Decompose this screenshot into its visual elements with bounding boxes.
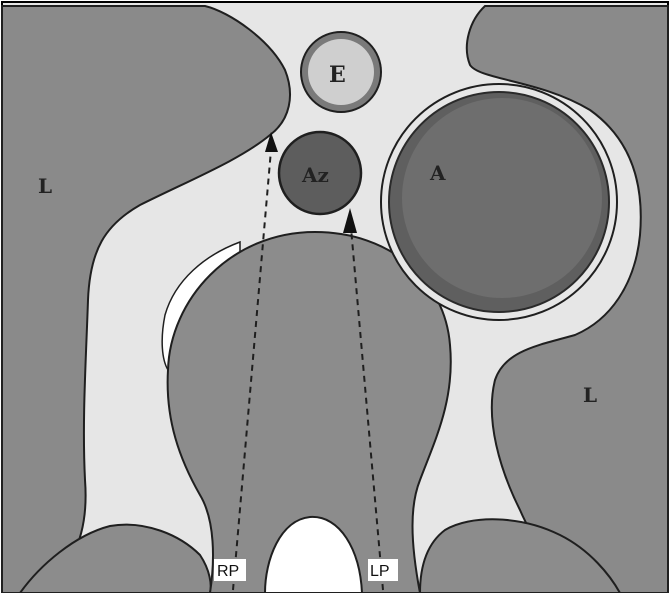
left-lung-label: L bbox=[38, 174, 52, 198]
esophagus-label: E bbox=[329, 62, 346, 88]
right-path-label: RP bbox=[217, 563, 239, 580]
right-lung-label: L bbox=[583, 383, 597, 407]
aorta-label: A bbox=[429, 161, 446, 185]
azygos-label: Az bbox=[301, 163, 329, 187]
aorta bbox=[381, 84, 617, 320]
left-path-label: LP bbox=[370, 563, 390, 580]
